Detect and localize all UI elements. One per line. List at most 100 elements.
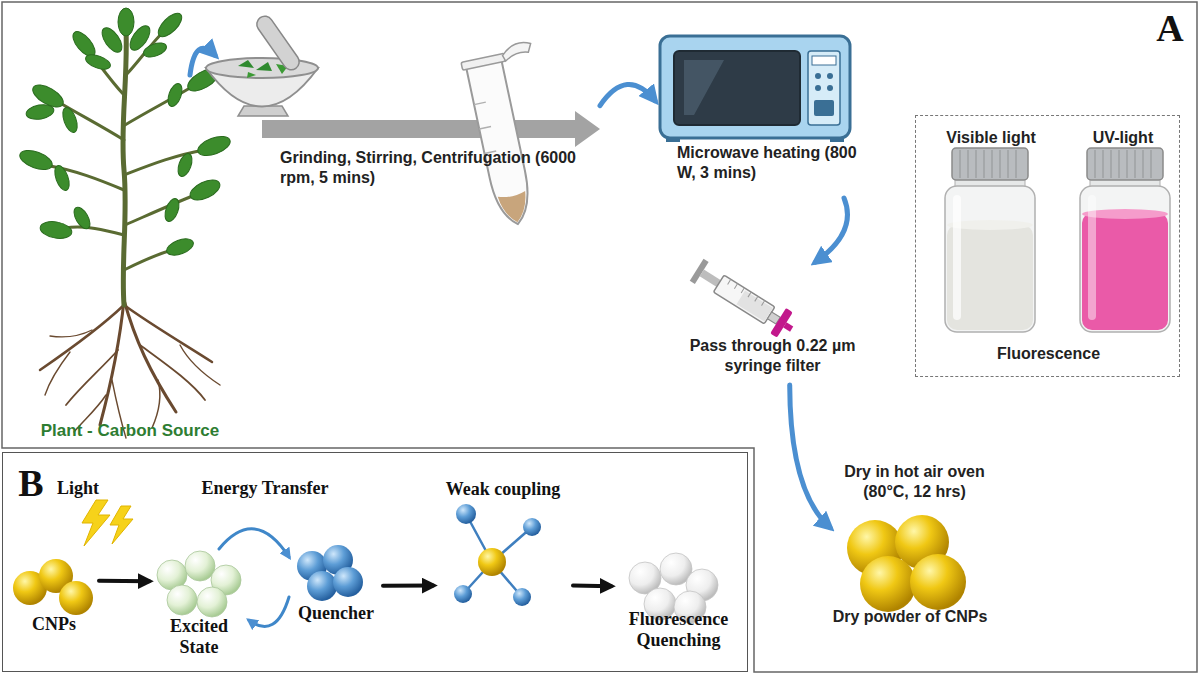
mortar-pestle [238, 106, 288, 116]
plant-leaves [39, 219, 73, 240]
excited-spheres [157, 551, 241, 617]
plant-roots [140, 345, 205, 400]
microwave-oven [684, 60, 724, 115]
plant-leaves [52, 164, 72, 193]
plant-roots [66, 350, 118, 405]
microwave-oven [815, 85, 821, 91]
syringe-filter [770, 308, 793, 338]
plant-leaves [98, 25, 126, 56]
filter-step: Pass through 0.22 µm syringe filter [665, 262, 880, 385]
plant-roots [45, 352, 70, 395]
cnp-spheres [13, 559, 93, 615]
plant-stem [125, 195, 195, 225]
microwave-oven [814, 100, 834, 116]
node-text: B [11, 463, 51, 503]
node-text: Microwave heating (800 W, 3 mins) [677, 143, 865, 183]
vial-visible-light [945, 148, 1035, 332]
vial-visible-light [945, 186, 1035, 332]
microwave-oven [674, 51, 800, 125]
plant-roots [40, 300, 220, 438]
microwave-oven [660, 36, 850, 138]
syringe-filter [737, 291, 773, 322]
plant-leaves [162, 197, 181, 224]
powder-spheres [860, 556, 916, 612]
cnps-state: CNPs [9, 551, 99, 641]
quencher-spheres [297, 545, 363, 601]
vial-uv-light [1088, 195, 1096, 320]
process-arrow [262, 111, 600, 147]
plant-roots [50, 330, 92, 337]
node-text: A [1148, 8, 1192, 48]
node-text: Fluorescence [976, 344, 1121, 364]
microwave-step: Microwave heating (800 W, 3 mins) [655, 30, 865, 198]
vial-visible-light [952, 148, 1028, 180]
plant-leaves [17, 147, 54, 174]
node-text: UV-light [1068, 128, 1178, 148]
plant-leaves [164, 236, 195, 259]
light-bolts [82, 500, 110, 546]
quencher-spheres [307, 571, 337, 601]
plant-leaves [195, 133, 232, 160]
plant-leaves [17, 8, 232, 258]
excited-spheres [197, 587, 227, 617]
coupled-molecule [456, 504, 476, 524]
light-bolts [82, 500, 133, 546]
flow-arrow [816, 198, 848, 262]
flow-arrow [99, 579, 149, 584]
vial-uv-light [1087, 148, 1163, 180]
plant-leaves [154, 9, 185, 40]
node-text: Weak coupling [433, 479, 573, 500]
excited-spheres [167, 585, 197, 615]
plant-leaves [175, 152, 194, 179]
microwave-oven [827, 73, 833, 79]
light-bolts [110, 506, 133, 544]
quencher-state: Quencher [289, 541, 383, 621]
excited-spheres [185, 551, 215, 581]
plant-leaves [118, 8, 134, 36]
flow-arrow [790, 385, 830, 528]
node-text: Dry powder of CNPs [830, 607, 990, 627]
microwave-oven [812, 56, 836, 65]
cnp-spheres [59, 581, 93, 615]
plant-leaves [60, 106, 80, 135]
centrifuge-tube [501, 41, 533, 62]
centrifuge-tube [498, 191, 531, 225]
syringe-filter [713, 275, 774, 324]
flow-arrow [600, 84, 655, 105]
coupled-molecule [523, 518, 541, 536]
coupled-molecule [513, 588, 531, 606]
mortar-pestle [206, 58, 318, 78]
node-text: Plant - Carbon Source [10, 420, 250, 441]
vial-visible-light [960, 150, 1016, 178]
powder-spheres [910, 554, 966, 610]
microwave-oven [808, 51, 840, 125]
flow-arrow [249, 597, 289, 626]
plant-leaves [165, 82, 184, 109]
edge-label: Dry in hot air oven (80°C, 12 hrs) [832, 462, 997, 502]
flow-arrow [383, 584, 433, 588]
plant-roots [100, 300, 124, 425]
mortar-pestle [254, 13, 303, 73]
node-text: Fluorescence Quenching [611, 609, 746, 651]
node-text: Excited State [149, 616, 249, 658]
centrifuge-tube [466, 60, 535, 228]
plant-roots [124, 305, 212, 362]
coupling-state: Weak coupling [433, 479, 573, 621]
coupled-molecule [454, 585, 472, 603]
mortar-pestle [238, 60, 254, 68]
plant-roots [40, 305, 124, 370]
plant-roots [180, 345, 220, 385]
plant-source: Plant - Carbon Source [10, 75, 250, 447]
centrifuge-tube [460, 41, 567, 229]
plant-stem [123, 28, 126, 305]
vial-uv-light [1080, 186, 1170, 332]
flow-arrow [219, 529, 289, 557]
microwave-oven [660, 36, 850, 142]
quencher-spheres [333, 567, 363, 597]
fluorescence-box: Visible lightUV-lightFluorescence [915, 115, 1180, 377]
